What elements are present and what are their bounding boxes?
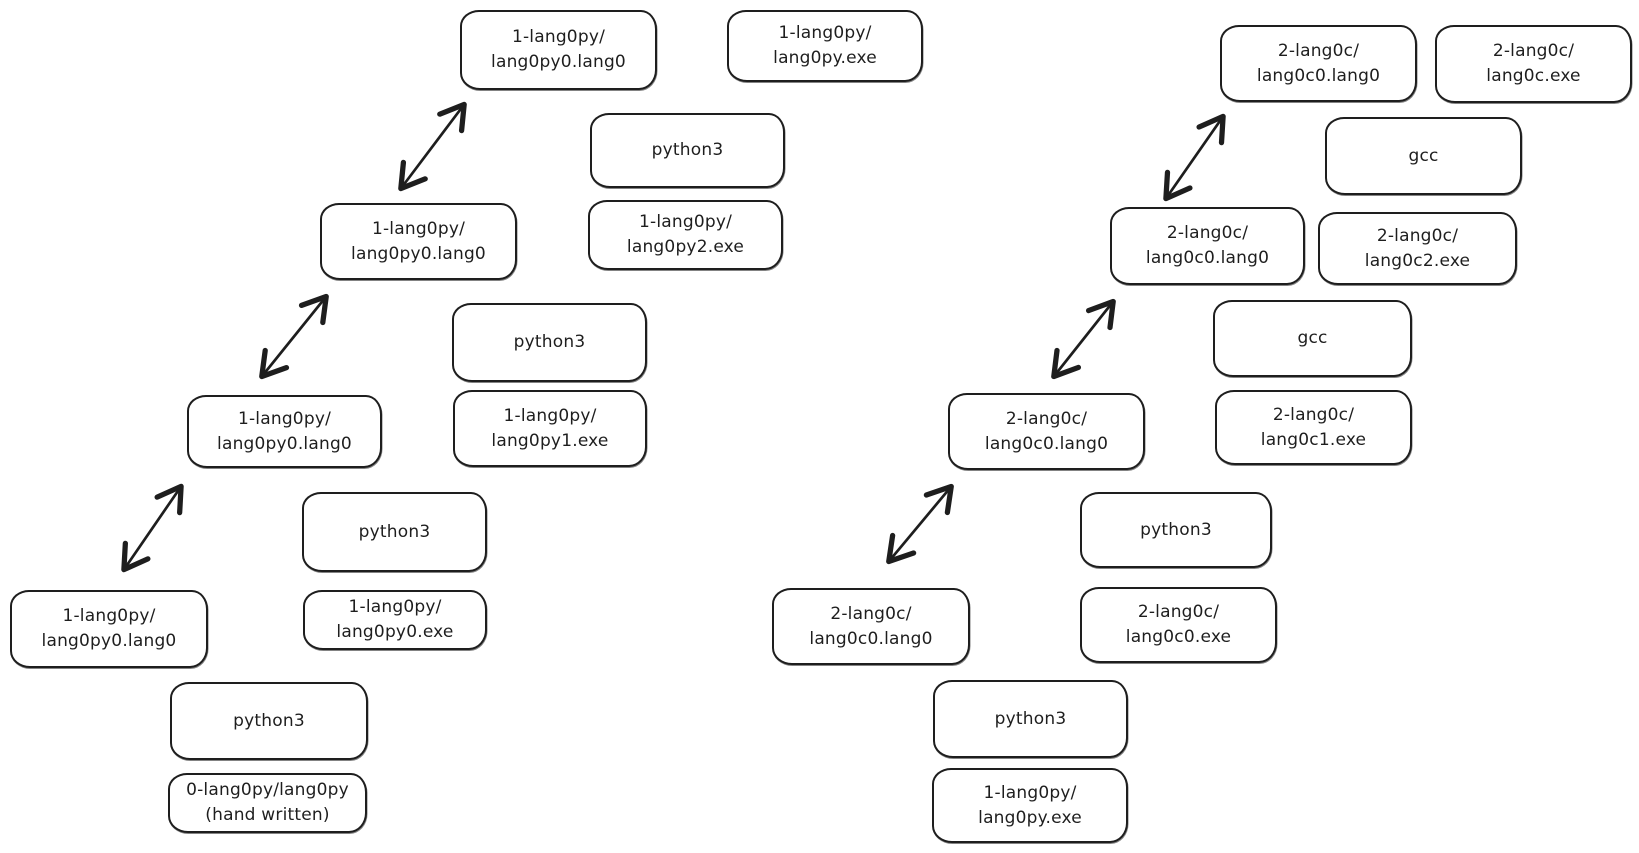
double-arrow-a4[interactable] [886, 483, 954, 565]
node-label: 2-lang0c/ lang0c2.exe [1364, 225, 1471, 271]
node-label: 1-lang0py/ lang0py0.lang0 [351, 218, 486, 264]
node-l2-gcc-b[interactable]: gcc [1325, 117, 1522, 195]
node-l2-src-c[interactable]: 2-lang0c/ lang0c0.lang0 [1110, 207, 1305, 285]
node-label: gcc [1297, 328, 1328, 349]
double-arrow-a5[interactable] [1051, 298, 1116, 380]
node-label: 1-lang0py/ lang0py.exe [773, 23, 877, 68]
node-l1-py3-b[interactable]: python3 [302, 492, 487, 572]
node-label: 1-lang0py/ lang0py.exe [978, 782, 1082, 828]
node-label: gcc [1408, 145, 1439, 166]
node-label: 2-lang0c/ lang0c0.lang0 [984, 408, 1109, 454]
node-l2-src-a[interactable]: 2-lang0c/ lang0c0.lang0 [772, 588, 970, 665]
node-label: 2-lang0c/ lang0c0.lang0 [809, 603, 933, 649]
node-label: 1-lang0py/ lang0py0.exe [336, 597, 454, 642]
double-arrow-a6[interactable] [1163, 113, 1226, 202]
node-l2-py3-b[interactable]: python3 [1080, 492, 1272, 568]
node-l1-src-a[interactable]: 1-lang0py/ lang0py0.lang0 [10, 590, 208, 668]
node-l2-exe-0[interactable]: 2-lang0c/ lang0c0.exe [1080, 587, 1277, 663]
double-arrow-a1[interactable] [121, 483, 184, 573]
node-label: 1-lang0py/ lang0py2.exe [626, 212, 745, 257]
node-l2-exe-final[interactable]: 2-lang0c/ lang0c.exe [1435, 25, 1632, 103]
node-label: python3 [1140, 519, 1212, 540]
node-l1-src-d[interactable]: 1-lang0py/ lang0py0.lang0 [460, 10, 657, 90]
node-l1-exe-1[interactable]: 1-lang0py/ lang0py1.exe [453, 390, 647, 467]
node-label: 1-lang0py/ lang0py0.lang0 [41, 606, 177, 651]
node-label: 2-lang0c/ lang0c0.exe [1125, 602, 1232, 647]
node-l2-exe-2[interactable]: 2-lang0c/ lang0c2.exe [1318, 212, 1517, 285]
node-label: 2-lang0c/ lang0c0.lang0 [1256, 40, 1381, 86]
node-label: python3 [994, 708, 1067, 729]
node-l1-root[interactable]: 0-lang0py/lang0py (hand written) [168, 773, 367, 833]
node-label: 0-lang0py/lang0py (hand written) [186, 780, 349, 825]
node-l1-py3-c[interactable]: python3 [452, 303, 647, 382]
node-l1-exe-final[interactable]: 1-lang0py/ lang0py.exe [727, 10, 923, 82]
node-l1-py3-a[interactable]: python3 [170, 682, 368, 760]
double-arrow-a3[interactable] [398, 101, 467, 192]
node-l1-exe-2[interactable]: 1-lang0py/ lang0py2.exe [588, 200, 783, 270]
node-l2-py3-a[interactable]: python3 [933, 680, 1128, 758]
node-l1-exe-0[interactable]: 1-lang0py/ lang0py0.exe [303, 590, 487, 650]
node-l2-src-b[interactable]: 2-lang0c/ lang0c0.lang0 [948, 393, 1145, 470]
node-label: python3 [513, 332, 586, 353]
node-label: 2-lang0c/ lang0c.exe [1486, 41, 1581, 86]
node-l1-src-c[interactable]: 1-lang0py/ lang0py0.lang0 [320, 203, 517, 280]
node-l2-src-d[interactable]: 2-lang0c/ lang0c0.lang0 [1220, 25, 1417, 102]
node-l2-boot[interactable]: 1-lang0py/ lang0py.exe [932, 768, 1128, 843]
node-l2-gcc-a[interactable]: gcc [1213, 300, 1412, 377]
node-label: 2-lang0c/ lang0c1.exe [1260, 404, 1367, 450]
node-label: python3 [651, 140, 724, 161]
node-label: 1-lang0py/ lang0py0.lang0 [217, 408, 352, 454]
node-label: 1-lang0py/ lang0py0.lang0 [491, 27, 626, 72]
node-label: python3 [233, 710, 305, 731]
node-l1-src-b[interactable]: 1-lang0py/ lang0py0.lang0 [187, 395, 382, 468]
node-label: 1-lang0py/ lang0py1.exe [491, 405, 609, 451]
node-label: 2-lang0c/ lang0c0.lang0 [1145, 223, 1270, 268]
node-l1-py3-d[interactable]: python3 [590, 113, 785, 188]
node-l2-exe-1[interactable]: 2-lang0c/ lang0c1.exe [1215, 390, 1412, 465]
double-arrow-a2[interactable] [259, 293, 329, 380]
node-label: python3 [358, 521, 431, 542]
